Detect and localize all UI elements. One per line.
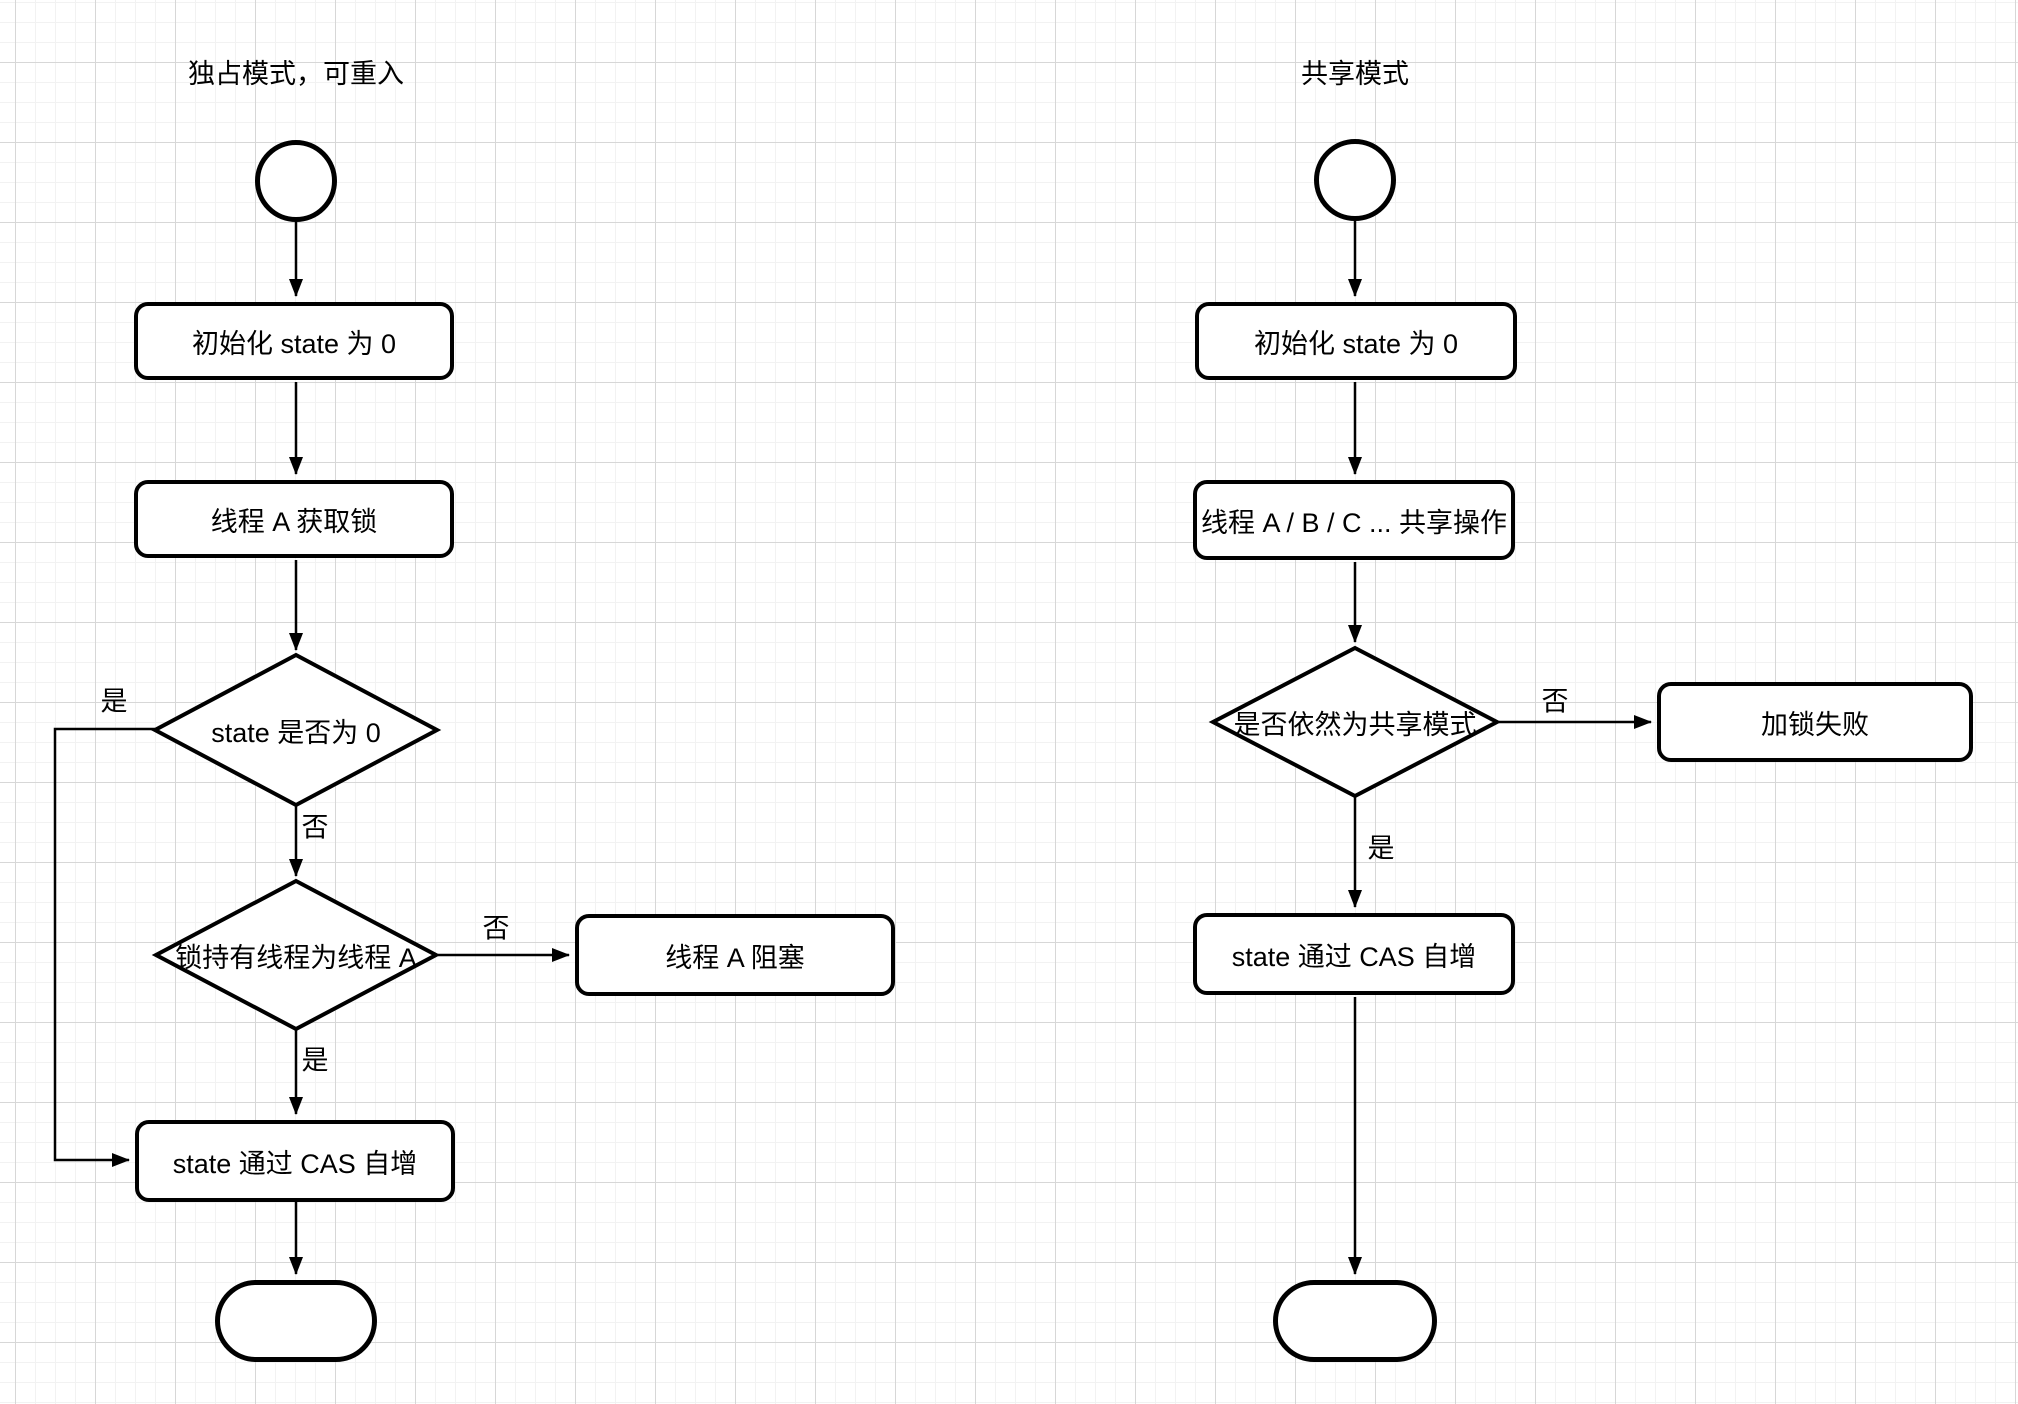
right-start-node [1314,139,1396,221]
right-check-no-label: 否 [1541,686,1569,717]
decision-owner-check-diamond [151,878,441,1032]
right-shared-check-label: 是否依然为共享模式 [1233,709,1477,740]
left-start-node [255,140,337,222]
left-owner-check-label: 锁持有线程为线程 A [175,942,417,973]
right-chart-title: 共享模式 [1301,59,1409,89]
left-state-no-label: 否 [301,812,329,843]
left-owner-yes-label: 是 [301,1045,329,1076]
left-acquire-lock-node: 线程 A 获取锁 [134,480,454,558]
right-end-node [1273,1280,1437,1362]
left-init-node: 初始化 state 为 0 [134,302,454,380]
right-init-node: 初始化 state 为 0 [1195,302,1517,380]
left-state-check-label: state 是否为 0 [211,717,381,748]
left-end-node [215,1280,377,1362]
right-lock-fail-node: 加锁失败 [1657,682,1973,762]
right-cas-increment-node: state 通过 CAS 自增 [1193,913,1515,995]
right-shared-ops-node: 线程 A / B / C ... 共享操作 [1193,480,1515,560]
edge-left-statecheck-yes-to-cas [53,727,155,1167]
left-chart-title: 独占模式，可重入 [188,59,404,89]
left-owner-no-label: 否 [482,913,510,944]
decision-shared-check-diamond [1208,645,1502,799]
left-cas-increment-node: state 通过 CAS 自增 [135,1120,455,1202]
decision-state-check-diamond [150,652,442,808]
right-check-yes-label: 是 [1367,833,1395,864]
left-state-yes-label: 是 [100,686,128,717]
left-thread-block-node: 线程 A 阻塞 [575,914,895,996]
